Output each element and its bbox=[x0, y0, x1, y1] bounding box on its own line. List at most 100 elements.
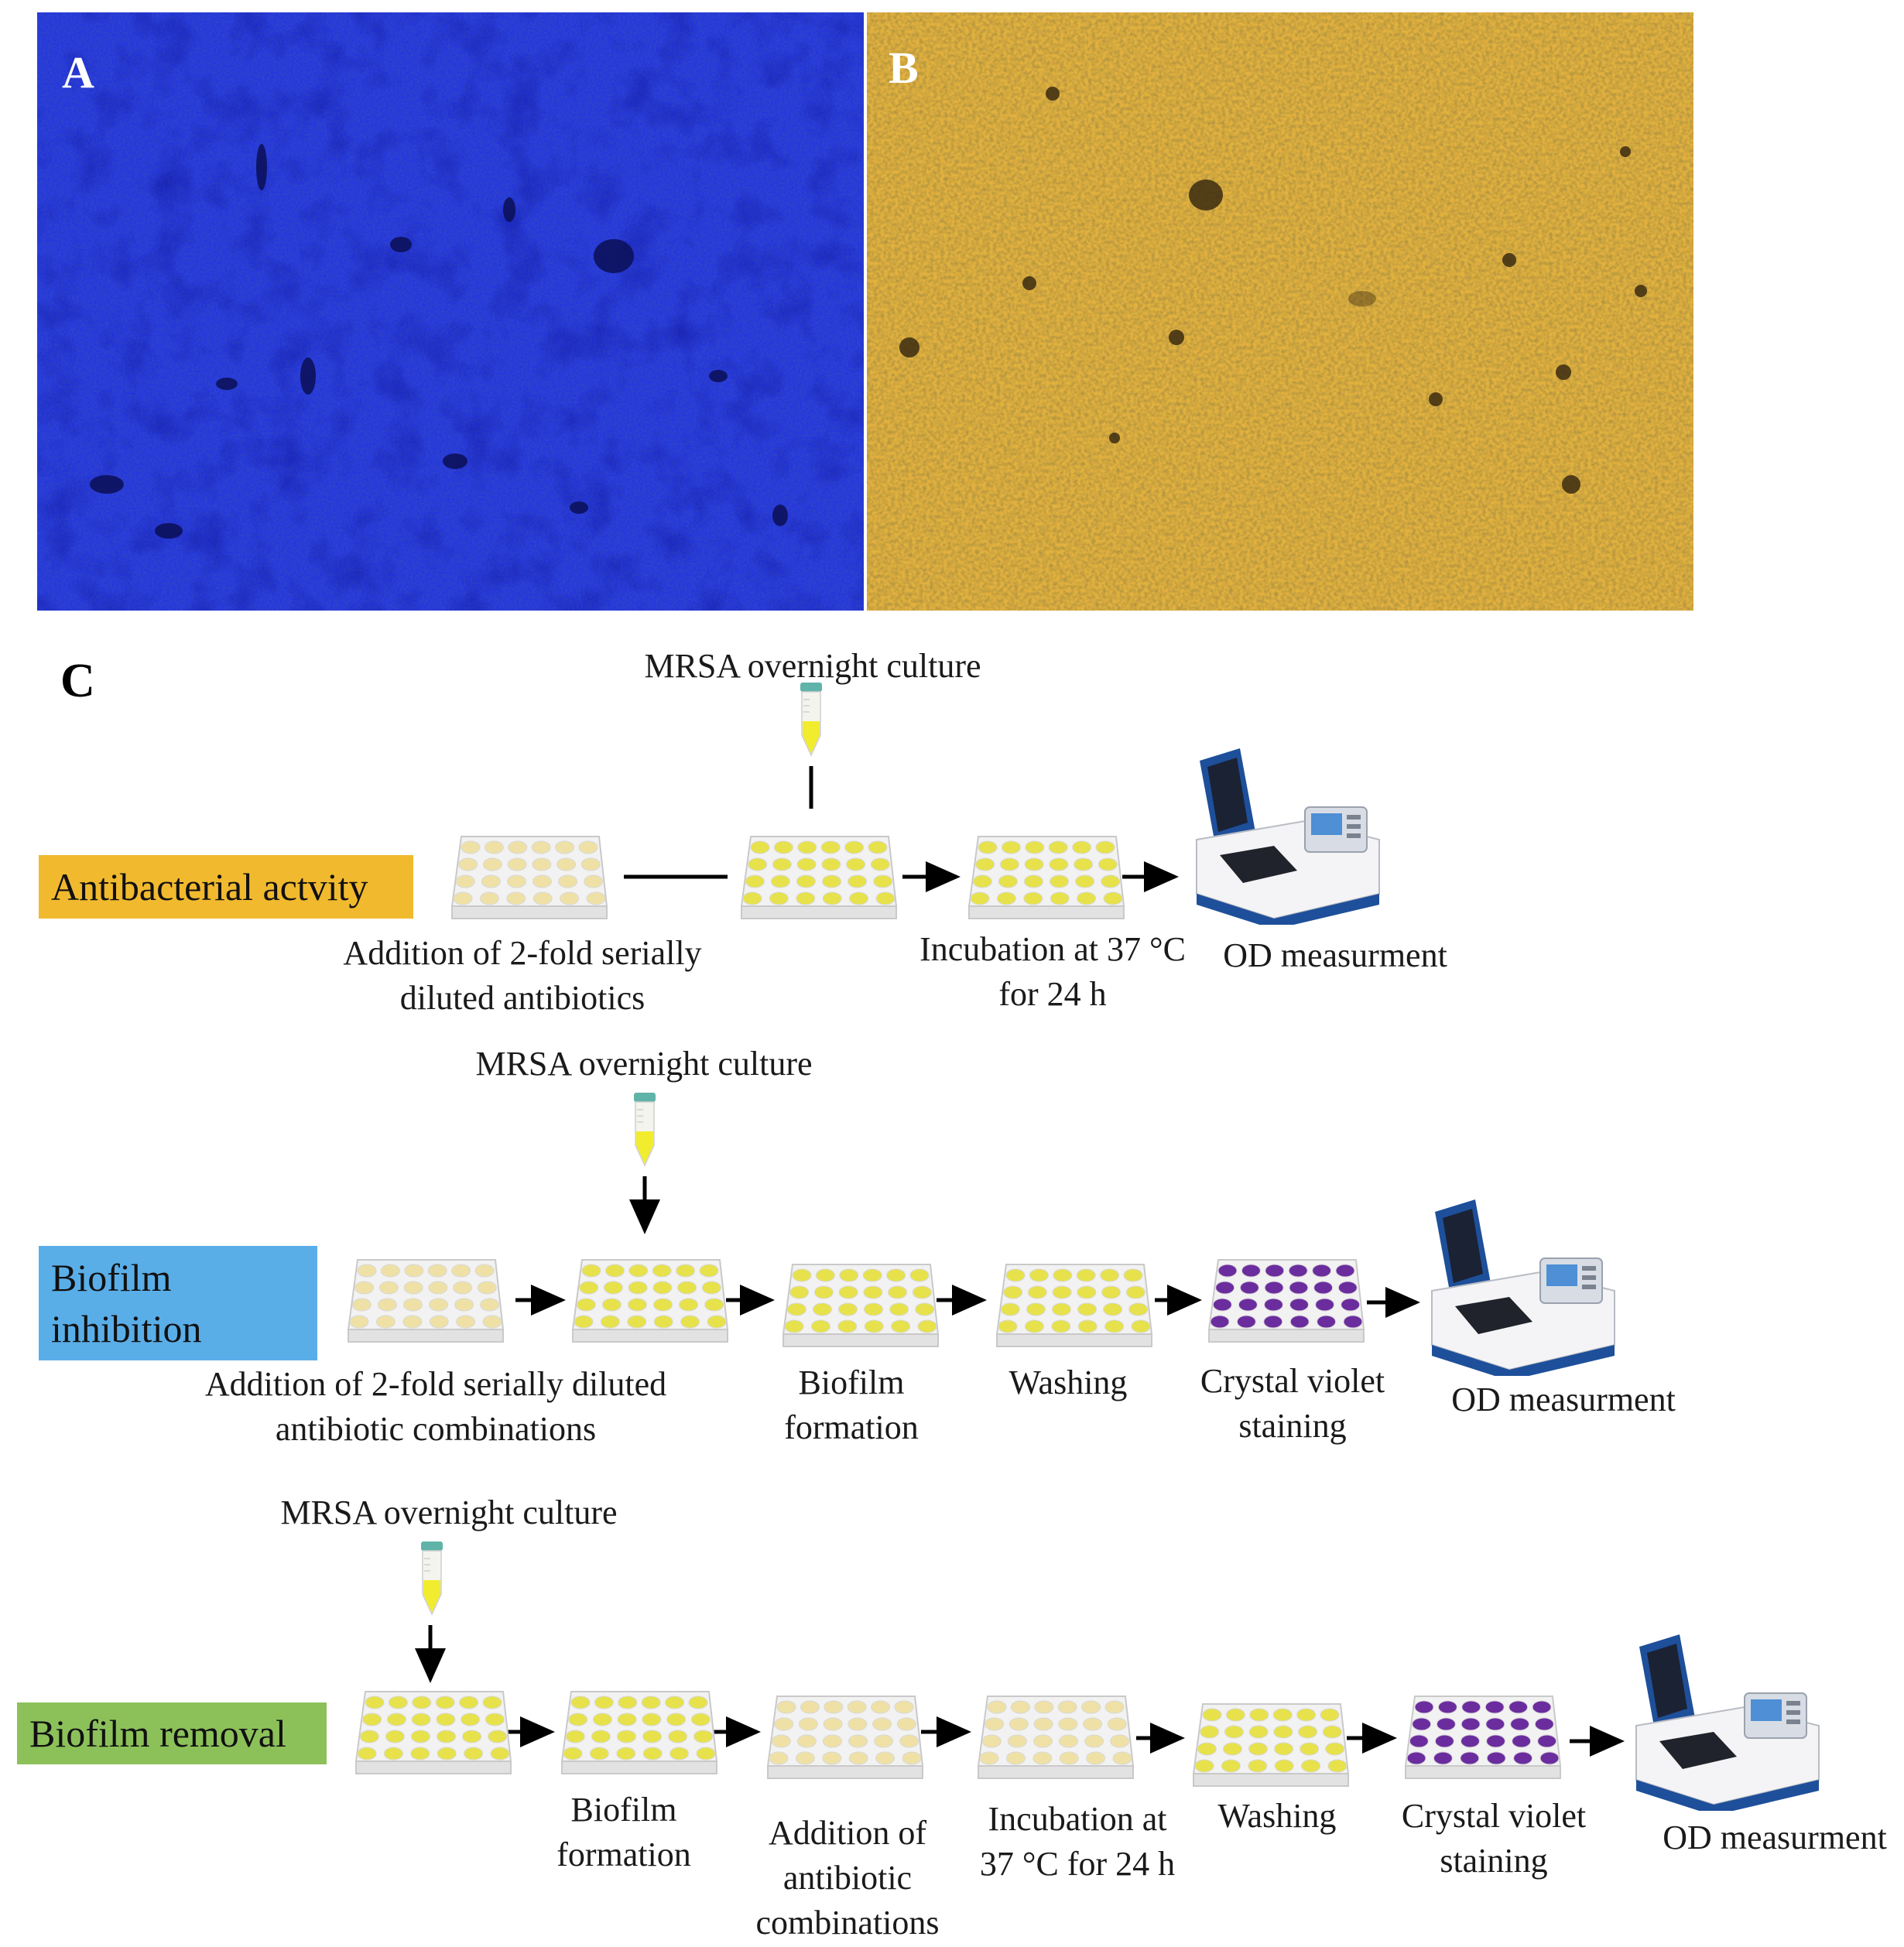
well bbox=[1335, 1264, 1355, 1278]
well bbox=[565, 1730, 585, 1743]
well bbox=[985, 1717, 1005, 1731]
well bbox=[1436, 1717, 1456, 1731]
well bbox=[1224, 1725, 1244, 1739]
well-plate-icon bbox=[1404, 1695, 1562, 1779]
well bbox=[1485, 1717, 1505, 1731]
well bbox=[979, 1751, 999, 1765]
well bbox=[888, 1285, 908, 1299]
well bbox=[1125, 1285, 1145, 1299]
well bbox=[981, 1734, 1002, 1748]
plate-r3-4 bbox=[974, 1692, 1136, 1788]
well bbox=[996, 891, 1016, 905]
well bbox=[786, 1302, 806, 1316]
well-plate-icon bbox=[571, 1259, 729, 1343]
well bbox=[480, 1298, 500, 1312]
well bbox=[600, 1315, 620, 1329]
well-plate-icon bbox=[995, 1264, 1153, 1347]
panel-b-letter: B bbox=[889, 43, 919, 93]
well bbox=[696, 1747, 716, 1761]
step-label-r2-1: Addition of 2-fold serially diluted anti… bbox=[204, 1365, 667, 1448]
well bbox=[1081, 1700, 1101, 1714]
well bbox=[1050, 874, 1070, 888]
well bbox=[796, 857, 817, 871]
well bbox=[750, 840, 770, 854]
well bbox=[506, 891, 526, 905]
well bbox=[427, 1264, 447, 1278]
well bbox=[531, 840, 551, 854]
spectrophotometer-r3 bbox=[1628, 1633, 1830, 1815]
well bbox=[1009, 1717, 1029, 1731]
well bbox=[1053, 1268, 1073, 1282]
well bbox=[386, 1713, 406, 1726]
well bbox=[1313, 1281, 1334, 1295]
well bbox=[874, 1734, 894, 1748]
well bbox=[578, 840, 598, 854]
well bbox=[1107, 1717, 1127, 1731]
culture-tube-3 bbox=[418, 1540, 446, 1621]
well bbox=[435, 1695, 455, 1709]
well bbox=[1249, 1708, 1269, 1722]
well bbox=[437, 1747, 457, 1761]
well bbox=[978, 840, 998, 854]
well bbox=[1005, 1268, 1026, 1282]
well bbox=[677, 1281, 697, 1295]
well bbox=[1320, 1708, 1340, 1722]
well bbox=[1007, 1734, 1027, 1748]
well bbox=[1212, 1298, 1232, 1312]
well bbox=[1100, 1268, 1120, 1282]
well bbox=[894, 1700, 914, 1714]
well bbox=[1057, 1700, 1077, 1714]
well bbox=[1052, 1285, 1072, 1299]
step-label-r3-2: Biofilm formation bbox=[556, 1791, 691, 1873]
well bbox=[1486, 1734, 1506, 1748]
well bbox=[837, 1319, 858, 1333]
well bbox=[628, 1281, 648, 1295]
well bbox=[642, 1730, 663, 1743]
well bbox=[1123, 1268, 1143, 1282]
well bbox=[742, 891, 762, 905]
row-tag-inhibition: Biofilm inhibition bbox=[39, 1246, 317, 1360]
well bbox=[1315, 1298, 1335, 1312]
well bbox=[383, 1747, 403, 1761]
well bbox=[1051, 1319, 1071, 1333]
step-label-r3-3: Addition of antibiotic combinations bbox=[755, 1814, 940, 1942]
well bbox=[848, 1717, 868, 1731]
well bbox=[1101, 1285, 1122, 1299]
well bbox=[848, 874, 868, 888]
well bbox=[1510, 1717, 1530, 1731]
well bbox=[1072, 840, 1092, 854]
well bbox=[846, 857, 866, 871]
well bbox=[456, 1315, 476, 1329]
well bbox=[482, 1695, 502, 1709]
well bbox=[1312, 1264, 1332, 1278]
well bbox=[586, 891, 606, 905]
well bbox=[1460, 1751, 1480, 1765]
well bbox=[1084, 1734, 1104, 1748]
well bbox=[862, 1268, 882, 1282]
well bbox=[815, 1268, 835, 1282]
plate-r1-1 bbox=[447, 832, 610, 929]
well bbox=[886, 1268, 906, 1282]
well bbox=[378, 1281, 399, 1295]
culture-tube-icon bbox=[421, 1542, 443, 1616]
well bbox=[1050, 891, 1070, 905]
well bbox=[576, 1298, 596, 1312]
well bbox=[837, 1302, 858, 1316]
well bbox=[1025, 840, 1045, 854]
well bbox=[1222, 1742, 1242, 1756]
well bbox=[1077, 1285, 1097, 1299]
well bbox=[362, 1713, 382, 1726]
well bbox=[1296, 1708, 1317, 1722]
step-label-r3-5: Washing bbox=[1217, 1797, 1337, 1835]
well bbox=[666, 1713, 687, 1726]
well bbox=[555, 840, 575, 854]
well bbox=[1238, 1298, 1258, 1312]
well bbox=[838, 1285, 858, 1299]
well bbox=[385, 1730, 405, 1743]
well bbox=[1086, 1751, 1106, 1765]
well bbox=[1461, 1700, 1481, 1714]
culture-tube-1 bbox=[797, 681, 825, 762]
well bbox=[871, 1700, 891, 1714]
well bbox=[690, 1713, 711, 1726]
